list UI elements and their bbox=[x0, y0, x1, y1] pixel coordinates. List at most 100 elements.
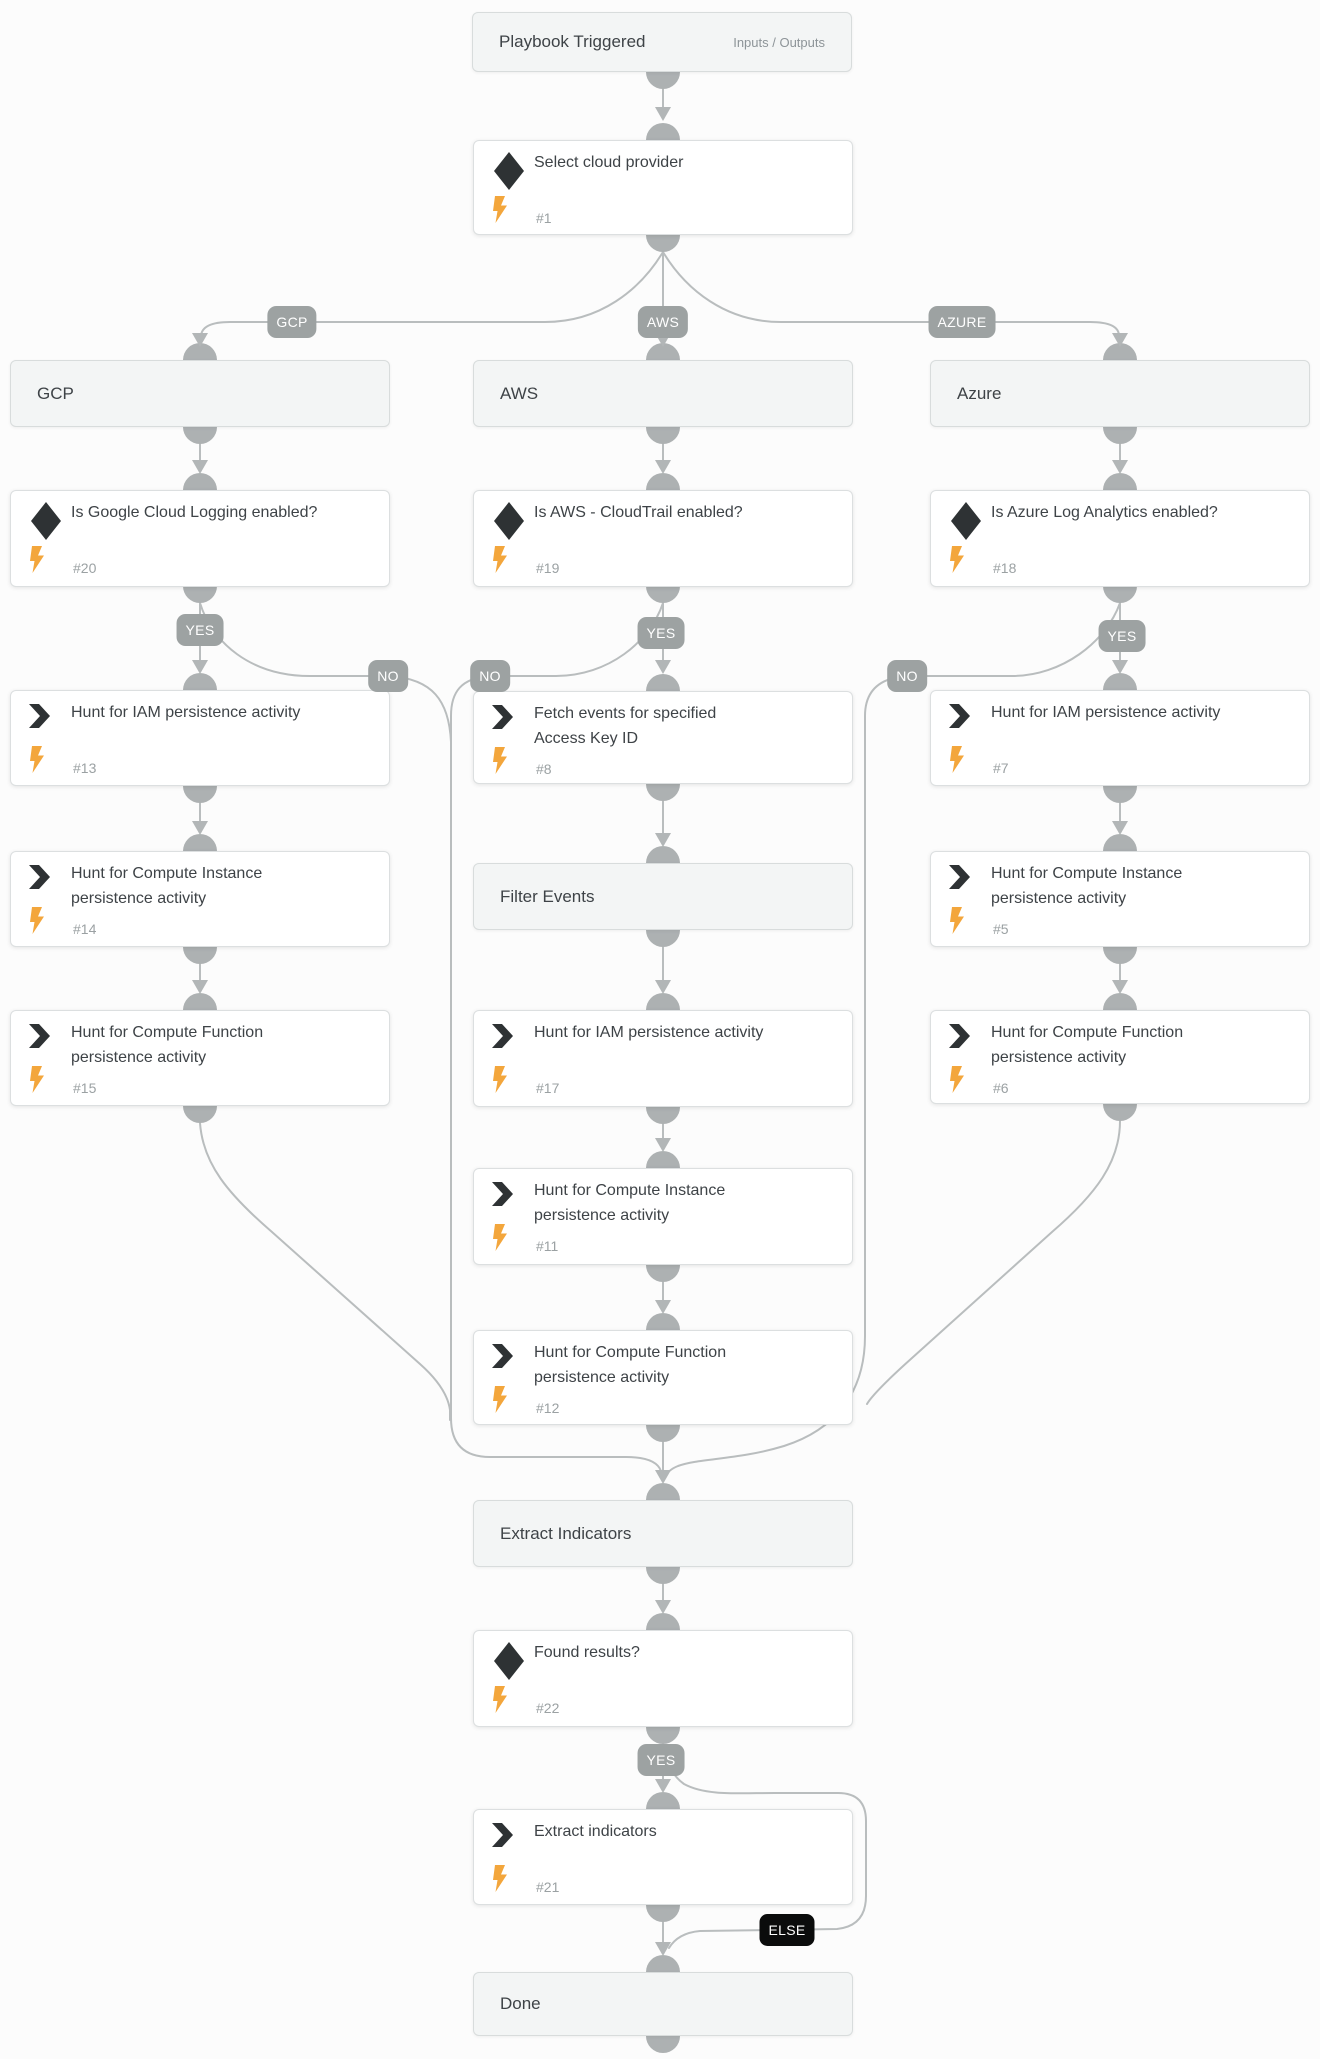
arrowhead bbox=[192, 660, 208, 674]
decision-icon bbox=[494, 502, 524, 540]
node-title: Hunt for IAM persistence activity bbox=[71, 704, 301, 721]
node-title: Hunt for Compute Function persistence ac… bbox=[991, 1024, 1184, 1066]
node-found-results[interactable]: Found results? #22 bbox=[473, 1630, 853, 1727]
block-label: Playbook Triggered bbox=[499, 32, 646, 51]
edge-label-gcp-yes[interactable]: YES bbox=[176, 614, 224, 646]
node-number: #14 bbox=[73, 921, 97, 937]
node-title: Hunt for Compute Function persistence ac… bbox=[534, 1344, 727, 1386]
node-gcp-hunt-compute-function[interactable]: Hunt for Compute Function persistence ac… bbox=[10, 1010, 390, 1106]
action-icon bbox=[29, 1024, 50, 1048]
node-number: #1 bbox=[536, 210, 552, 226]
node-gcp-hunt-iam[interactable]: Hunt for IAM persistence activity #13 bbox=[10, 690, 390, 786]
node-aws-hunt-compute-function[interactable]: Hunt for Compute Function persistence ac… bbox=[473, 1330, 853, 1425]
node-title: Is AWS - CloudTrail enabled? bbox=[534, 504, 743, 521]
arrowhead bbox=[1112, 821, 1128, 835]
node-title: Is Azure Log Analytics enabled? bbox=[991, 504, 1218, 521]
block-done[interactable]: Done bbox=[473, 1972, 853, 2036]
automation-bolt-icon bbox=[950, 907, 965, 934]
decision-icon bbox=[494, 1642, 524, 1680]
arrowhead bbox=[1112, 980, 1128, 994]
action-icon bbox=[492, 1823, 513, 1847]
arrowhead bbox=[192, 980, 208, 994]
node-title: Extract indicators bbox=[534, 1823, 657, 1840]
edge-label-azure-yes[interactable]: YES bbox=[1098, 620, 1146, 652]
node-azure-hunt-iam[interactable]: Hunt for IAM persistence activity #7 bbox=[930, 690, 1310, 786]
node-number: #11 bbox=[536, 1238, 559, 1254]
arrowhead bbox=[655, 1138, 671, 1152]
action-icon bbox=[949, 1024, 970, 1048]
node-select-cloud-provider[interactable]: Select cloud provider #1 bbox=[473, 140, 853, 235]
edge-label-gcp-no[interactable]: NO bbox=[368, 660, 408, 692]
edge-label-aws-no[interactable]: NO bbox=[470, 660, 510, 692]
automation-bolt-icon bbox=[493, 1865, 508, 1892]
automation-bolt-icon bbox=[30, 546, 45, 573]
node-title: Is Google Cloud Logging enabled? bbox=[71, 504, 318, 521]
node-title: Select cloud provider bbox=[534, 154, 684, 171]
edge-label-aws-yes[interactable]: YES bbox=[637, 617, 685, 649]
node-aws-hunt-iam[interactable]: Hunt for IAM persistence activity #17 bbox=[473, 1010, 853, 1107]
node-is-aws-cloudtrail-enabled[interactable]: Is AWS - CloudTrail enabled? #19 bbox=[473, 490, 853, 587]
edge-label-azure[interactable]: AZURE bbox=[928, 306, 996, 338]
automation-bolt-icon bbox=[950, 1066, 965, 1093]
edge-label-aws[interactable]: AWS bbox=[637, 306, 689, 338]
arrowhead bbox=[655, 660, 671, 674]
automation-bolt-icon bbox=[30, 746, 45, 773]
edge bbox=[200, 251, 664, 337]
arrowhead bbox=[192, 460, 208, 474]
node-gcp-hunt-compute-instance[interactable]: Hunt for Compute Instance persistence ac… bbox=[10, 851, 390, 947]
block-extract-indicators[interactable]: Extract Indicators bbox=[473, 1500, 853, 1567]
arrowhead bbox=[655, 1470, 671, 1484]
action-icon bbox=[949, 865, 970, 889]
decision-icon bbox=[31, 502, 61, 540]
arrowhead bbox=[1112, 460, 1128, 474]
arrowhead bbox=[655, 460, 671, 474]
arrowhead bbox=[655, 833, 671, 847]
node-azure-hunt-compute-instance[interactable]: Hunt for Compute Instance persistence ac… bbox=[930, 851, 1310, 947]
edge-label-gcp[interactable]: GCP bbox=[267, 306, 317, 338]
node-azure-hunt-compute-function[interactable]: Hunt for Compute Function persistence ac… bbox=[930, 1010, 1310, 1104]
node-aws-fetch-events[interactable]: Fetch events for specified Access Key ID… bbox=[473, 691, 853, 784]
block-azure[interactable]: Azure bbox=[930, 360, 1310, 427]
node-number: #20 bbox=[73, 560, 97, 576]
arrowhead bbox=[192, 333, 208, 347]
node-is-azure-log-analytics-enabled[interactable]: Is Azure Log Analytics enabled? #18 bbox=[930, 490, 1310, 587]
block-label: AWS bbox=[500, 383, 539, 403]
arrowhead bbox=[1112, 333, 1128, 347]
edge-label-azure-no[interactable]: NO bbox=[887, 660, 927, 692]
block-filter-events[interactable]: Filter Events bbox=[473, 863, 853, 930]
edge-label-found-yes[interactable]: YES bbox=[637, 1744, 685, 1776]
edge bbox=[662, 1743, 867, 1949]
automation-bolt-icon bbox=[493, 196, 508, 223]
block-label: Filter Events bbox=[500, 886, 595, 906]
edge-label-else[interactable]: ELSE bbox=[759, 1914, 815, 1946]
automation-bolt-icon bbox=[493, 1224, 508, 1251]
block-label: Azure bbox=[957, 383, 1002, 403]
node-is-gcp-logging-enabled[interactable]: Is Google Cloud Logging enabled? #20 bbox=[10, 490, 390, 587]
action-icon bbox=[949, 704, 970, 728]
node-extract-indicators-action[interactable]: Extract indicators #21 bbox=[473, 1809, 853, 1905]
arrowhead bbox=[655, 1779, 671, 1793]
action-icon bbox=[492, 1344, 513, 1368]
node-number: #17 bbox=[536, 1080, 560, 1096]
node-number: #7 bbox=[993, 760, 1009, 776]
automation-bolt-icon bbox=[493, 747, 508, 774]
node-number: #12 bbox=[536, 1400, 560, 1416]
block-aws[interactable]: AWS bbox=[473, 360, 853, 427]
node-title: Found results? bbox=[534, 1644, 640, 1661]
block-gcp[interactable]: GCP bbox=[10, 360, 390, 427]
decision-icon bbox=[951, 502, 981, 540]
action-icon bbox=[492, 1182, 513, 1206]
inputs-outputs-link[interactable]: Inputs / Outputs bbox=[733, 34, 825, 50]
node-title: Hunt for IAM persistence activity bbox=[534, 1024, 764, 1041]
automation-bolt-icon bbox=[493, 1066, 508, 1093]
automation-bolt-icon bbox=[493, 1386, 508, 1413]
edge bbox=[866, 1120, 1121, 1405]
node-number: #18 bbox=[993, 560, 1017, 576]
node-playbook-triggered[interactable]: Playbook Triggered Inputs / Outputs bbox=[472, 12, 852, 72]
node-number: #6 bbox=[993, 1080, 1009, 1096]
arrowhead bbox=[655, 107, 671, 121]
automation-bolt-icon bbox=[950, 746, 965, 773]
node-aws-hunt-compute-instance[interactable]: Hunt for Compute Instance persistence ac… bbox=[473, 1168, 853, 1265]
edge bbox=[450, 602, 664, 1472]
